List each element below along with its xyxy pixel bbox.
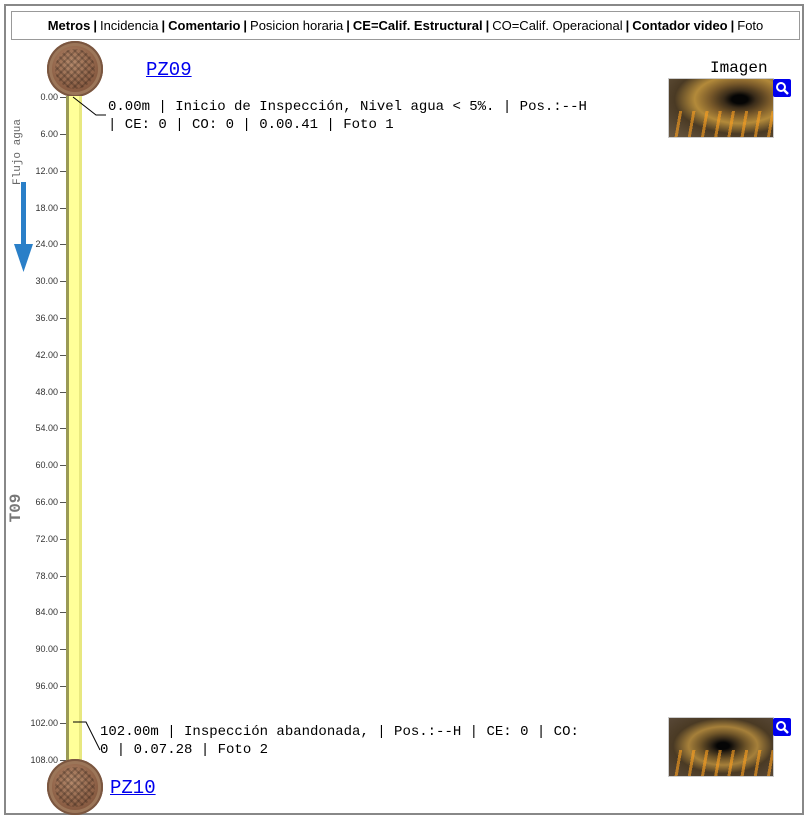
- scale-tick-mark: [60, 576, 66, 577]
- scale-tick-mark: [60, 428, 66, 429]
- scale-tick-mark: [60, 244, 66, 245]
- legend-contador: Contador video: [632, 18, 728, 33]
- scale-tick-mark: [60, 171, 66, 172]
- scale-tick-mark: [60, 355, 66, 356]
- observation-1-line2: | CE: 0 | CO: 0 | 0.00.41 | Foto 1: [108, 117, 394, 133]
- scale-tick-label: 0.00: [40, 92, 58, 102]
- legend-bar: Metros | Incidencia | Comentario | Posic…: [11, 11, 800, 40]
- scale-tick-label: 54.00: [35, 423, 58, 433]
- scale-tick-label: 108.00: [30, 755, 58, 765]
- scale-tick-label: 12.00: [35, 166, 58, 176]
- flow-label: Flujo agua: [12, 118, 24, 185]
- legend-metros: Metros: [47, 18, 91, 33]
- observation-2-line2: 0 | 0.07.28 | Foto 2: [100, 742, 269, 758]
- legend-ce: CE=Calif. Estructural: [352, 18, 483, 33]
- observation-2: 102.00m | Inspección abandonada, | Pos.:…: [100, 723, 579, 759]
- scale-tick-mark: [60, 723, 66, 724]
- scale-tick-mark: [60, 134, 66, 135]
- scale-tick-label: 84.00: [35, 607, 58, 617]
- manhole-end-link[interactable]: PZ10: [110, 777, 156, 799]
- scale-tick-mark: [60, 318, 66, 319]
- observation-leader-line: [72, 96, 106, 116]
- scale-tick-mark: [60, 502, 66, 503]
- scale-tick-mark: [60, 208, 66, 209]
- scale-tick-label: 18.00: [35, 203, 58, 213]
- observation-1-line1: 0.00m | Inicio de Inspección, Nivel agua…: [108, 99, 587, 115]
- scale-tick-mark: [60, 539, 66, 540]
- observation-leader-line: [73, 721, 101, 751]
- scale-tick-label: 48.00: [35, 387, 58, 397]
- scale-tick-label: 102.00: [30, 718, 58, 728]
- scale-tick-label: 6.00: [40, 129, 58, 139]
- scale-tick-mark: [60, 686, 66, 687]
- sewer-photo-thumbnail[interactable]: [668, 717, 774, 777]
- image-column-title: Imagen: [710, 59, 768, 77]
- pipe-bar: [66, 96, 82, 761]
- manhole-start-link[interactable]: PZ09: [146, 59, 192, 81]
- legend-comentario: Comentario: [168, 18, 241, 33]
- flow-down-arrow-icon: [14, 182, 33, 272]
- legend-foto: Foto: [737, 18, 764, 33]
- scale-tick-mark: [60, 392, 66, 393]
- scale-tick-label: 72.00: [35, 534, 58, 544]
- zoom-icon[interactable]: [773, 79, 791, 97]
- manhole-cover-icon: [47, 41, 103, 97]
- observation-1: 0.00m | Inicio de Inspección, Nivel agua…: [108, 98, 587, 134]
- manhole-cover-icon: [47, 759, 103, 815]
- scale-tick-label: 96.00: [35, 681, 58, 691]
- legend-incidencia: Incidencia: [99, 18, 159, 33]
- scale-tick-mark: [60, 281, 66, 282]
- scale-tick-label: 36.00: [35, 313, 58, 323]
- scale-tick-mark: [60, 97, 66, 98]
- scale-tick-label: 66.00: [35, 497, 58, 507]
- scale-tick-mark: [60, 465, 66, 466]
- observation-2-line1: 102.00m | Inspección abandonada, | Pos.:…: [100, 724, 579, 740]
- report-frame: [4, 4, 804, 815]
- sewer-photo-thumbnail[interactable]: [668, 78, 774, 138]
- legend-co: CO=Calif. Operacional: [492, 18, 623, 33]
- legend-posicion: Posicion horaria: [250, 18, 344, 33]
- scale-tick-label: 90.00: [35, 644, 58, 654]
- zoom-icon[interactable]: [773, 718, 791, 736]
- scale-tick-label: 42.00: [35, 350, 58, 360]
- scale-tick-mark: [60, 612, 66, 613]
- scale-tick-label: 30.00: [35, 276, 58, 286]
- scale-tick-label: 78.00: [35, 571, 58, 581]
- scale-tick-label: 24.00: [35, 239, 58, 249]
- scale-tick-label: 60.00: [35, 460, 58, 470]
- scale-tick-mark: [60, 649, 66, 650]
